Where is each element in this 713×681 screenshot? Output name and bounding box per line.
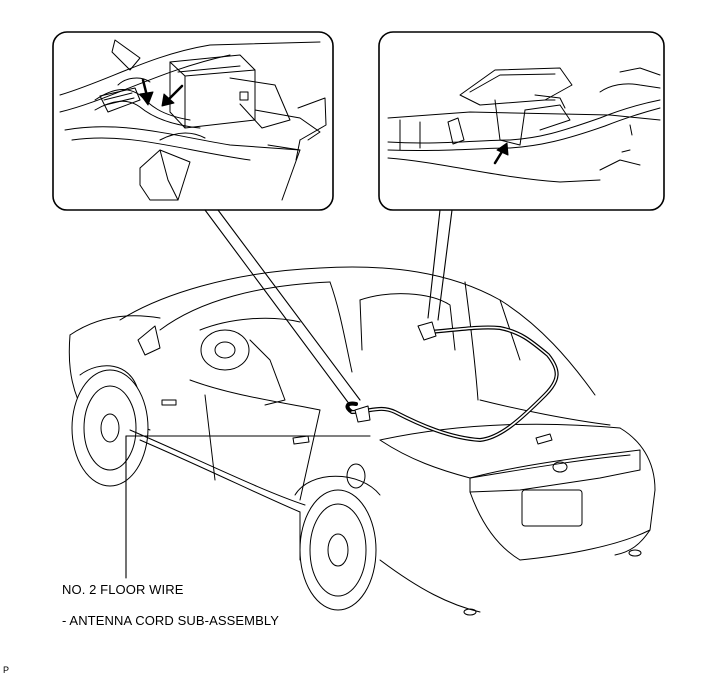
antenna-cord-clips xyxy=(354,321,437,423)
callout-leaders xyxy=(204,209,453,406)
antenna-cord-label: - ANTENNA CORD SUB-ASSEMBLY xyxy=(62,613,280,628)
antenna-cord-inner xyxy=(351,326,558,441)
right-detail-inset xyxy=(378,31,665,211)
floor-wire-leader xyxy=(125,435,371,579)
figure-code-label: P xyxy=(3,665,10,675)
car-body xyxy=(68,266,656,616)
floor-wire-label: NO. 2 FLOOR WIRE xyxy=(62,582,184,597)
antenna-cord-highlight xyxy=(345,325,559,442)
left-detail-inset xyxy=(52,31,334,211)
